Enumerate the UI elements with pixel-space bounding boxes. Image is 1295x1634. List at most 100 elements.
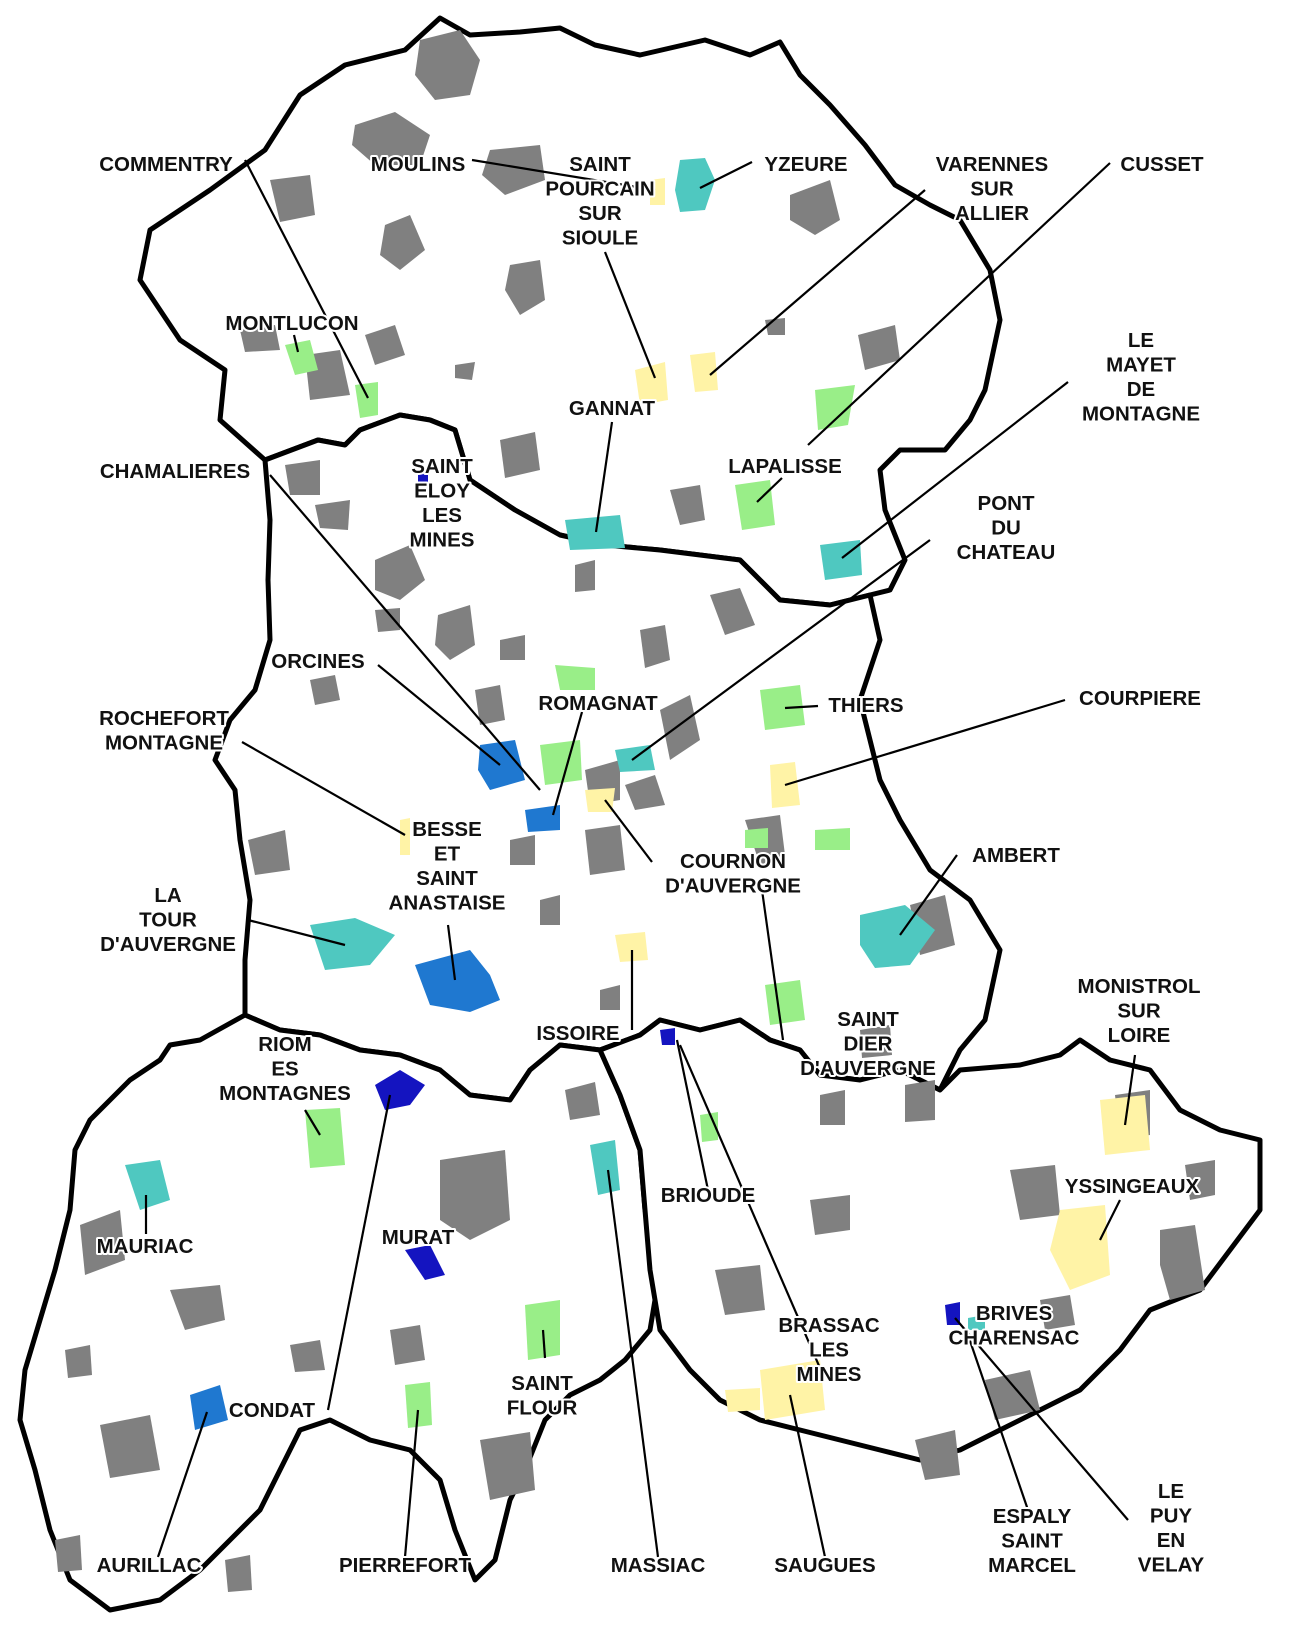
leader-espaly bbox=[966, 1334, 1030, 1511]
commune-orcines-green bbox=[555, 665, 595, 690]
commune-grey bbox=[390, 1325, 425, 1365]
commune-saugues-teal bbox=[590, 1140, 620, 1195]
leader-yzeure bbox=[699, 161, 753, 189]
label-line: ESPALY bbox=[993, 1505, 1072, 1528]
commune-cournon-green bbox=[745, 828, 768, 848]
leader-saugues bbox=[788, 1394, 827, 1558]
commune-grey bbox=[585, 825, 625, 875]
commune-condat bbox=[375, 1070, 425, 1110]
commune-cournon bbox=[585, 788, 615, 812]
label-line: MONISTROL bbox=[1078, 975, 1201, 998]
label-line: MARCEL bbox=[988, 1554, 1076, 1577]
commune-rochefort bbox=[400, 818, 410, 855]
commune-grey bbox=[310, 675, 340, 705]
commune-brioude-green bbox=[700, 1112, 718, 1142]
commune-espaly bbox=[968, 1315, 985, 1330]
label-line: SAINT bbox=[1001, 1530, 1063, 1553]
label-line: MONTAGNE bbox=[105, 732, 223, 755]
label-line: ROCHEFORT bbox=[99, 707, 229, 730]
commune-grey bbox=[80, 1210, 125, 1275]
label-romagnat: ROMAGNAT bbox=[538, 692, 658, 715]
label-line: MAURIAC bbox=[97, 1235, 194, 1258]
label-line: D'AUVERGNE bbox=[100, 933, 236, 956]
label-thiers: THIERS bbox=[828, 694, 903, 717]
commune-grey bbox=[860, 1025, 892, 1058]
commune-saint-dier bbox=[765, 980, 805, 1025]
label-line: MURAT bbox=[382, 1226, 455, 1249]
leader-murat-condat bbox=[326, 1094, 392, 1411]
label-line: RIOM bbox=[258, 1033, 312, 1056]
leader-romagnat bbox=[551, 711, 584, 816]
label-line: MAYET bbox=[1106, 354, 1176, 377]
commune-grey bbox=[170, 1285, 225, 1330]
commune-gannat bbox=[635, 362, 668, 405]
label-line: MONTAGNES bbox=[219, 1082, 351, 1105]
commune-grey bbox=[505, 260, 545, 315]
label-line: LE bbox=[1158, 1480, 1184, 1503]
label-line: SUR bbox=[970, 178, 1013, 201]
commune-grey bbox=[820, 1090, 845, 1125]
commune-grey bbox=[375, 545, 425, 600]
leader-le-mayet bbox=[841, 381, 1069, 559]
leader-riom bbox=[304, 1109, 321, 1136]
label-montlucon: MONTLUCON bbox=[225, 312, 358, 335]
label-line: DE bbox=[1127, 378, 1155, 401]
label-aurillac: AURILLAC bbox=[97, 1554, 202, 1577]
leader-le-puy bbox=[954, 1317, 1129, 1521]
commune-grey bbox=[660, 695, 700, 760]
commune-grey bbox=[1185, 1160, 1215, 1200]
label-massiac: MASSIAC bbox=[611, 1554, 706, 1577]
commune-grey bbox=[482, 145, 545, 195]
label-line: MINES bbox=[410, 529, 475, 552]
commune-massiac bbox=[660, 1028, 675, 1045]
commune-grey bbox=[315, 500, 350, 530]
label-ambert: AMBERT bbox=[972, 844, 1060, 867]
label-line: SIOULE bbox=[562, 227, 638, 250]
leader-montlucon bbox=[292, 334, 300, 353]
commune-grey bbox=[375, 608, 400, 632]
label-commentry: COMMENTRY bbox=[99, 153, 233, 176]
commune-grey bbox=[415, 30, 480, 100]
commune-aurillac bbox=[190, 1385, 228, 1430]
label-line: THIERS bbox=[828, 694, 903, 717]
commune-grey bbox=[480, 1432, 535, 1500]
label-line: D'AUVERGNE bbox=[800, 1057, 936, 1080]
label-line: PUY bbox=[1150, 1505, 1192, 1528]
label-line: LAPALISSE bbox=[728, 455, 842, 478]
leader-ambert bbox=[899, 854, 958, 936]
label-line: SAUGUES bbox=[774, 1554, 875, 1577]
commune-grey bbox=[670, 485, 705, 525]
label-line: DU bbox=[991, 517, 1021, 540]
label-line: TOUR bbox=[139, 909, 197, 932]
label-line: COURPIERE bbox=[1079, 687, 1201, 710]
label-line: GANNAT bbox=[569, 397, 656, 420]
leader-moulins bbox=[471, 158, 656, 192]
leader-varennes bbox=[709, 189, 926, 376]
commune-besse bbox=[415, 950, 500, 1012]
commune-grey bbox=[575, 560, 595, 592]
commune-grey bbox=[790, 180, 840, 235]
label-yssingeaux: YSSINGEAUX bbox=[1065, 1175, 1200, 1198]
label-line: BRIOUDE bbox=[661, 1184, 756, 1207]
label-line: ET bbox=[434, 843, 461, 866]
leader-brassac bbox=[678, 1044, 822, 1369]
label-line: MONTLUCON bbox=[225, 312, 358, 335]
commune-commentry bbox=[355, 382, 378, 418]
department-outlines bbox=[17, 15, 1263, 1613]
commune-chamalieres-teal bbox=[565, 515, 625, 550]
label-line: LES bbox=[422, 504, 462, 527]
commune-mauriac bbox=[125, 1160, 170, 1210]
leader-saint-dier-line bbox=[760, 889, 785, 1041]
label-line: PIERREFORT bbox=[339, 1554, 472, 1577]
commune-murat bbox=[405, 1245, 445, 1280]
leader-thiers bbox=[784, 704, 819, 710]
label-line: CHATEAU bbox=[957, 541, 1056, 564]
